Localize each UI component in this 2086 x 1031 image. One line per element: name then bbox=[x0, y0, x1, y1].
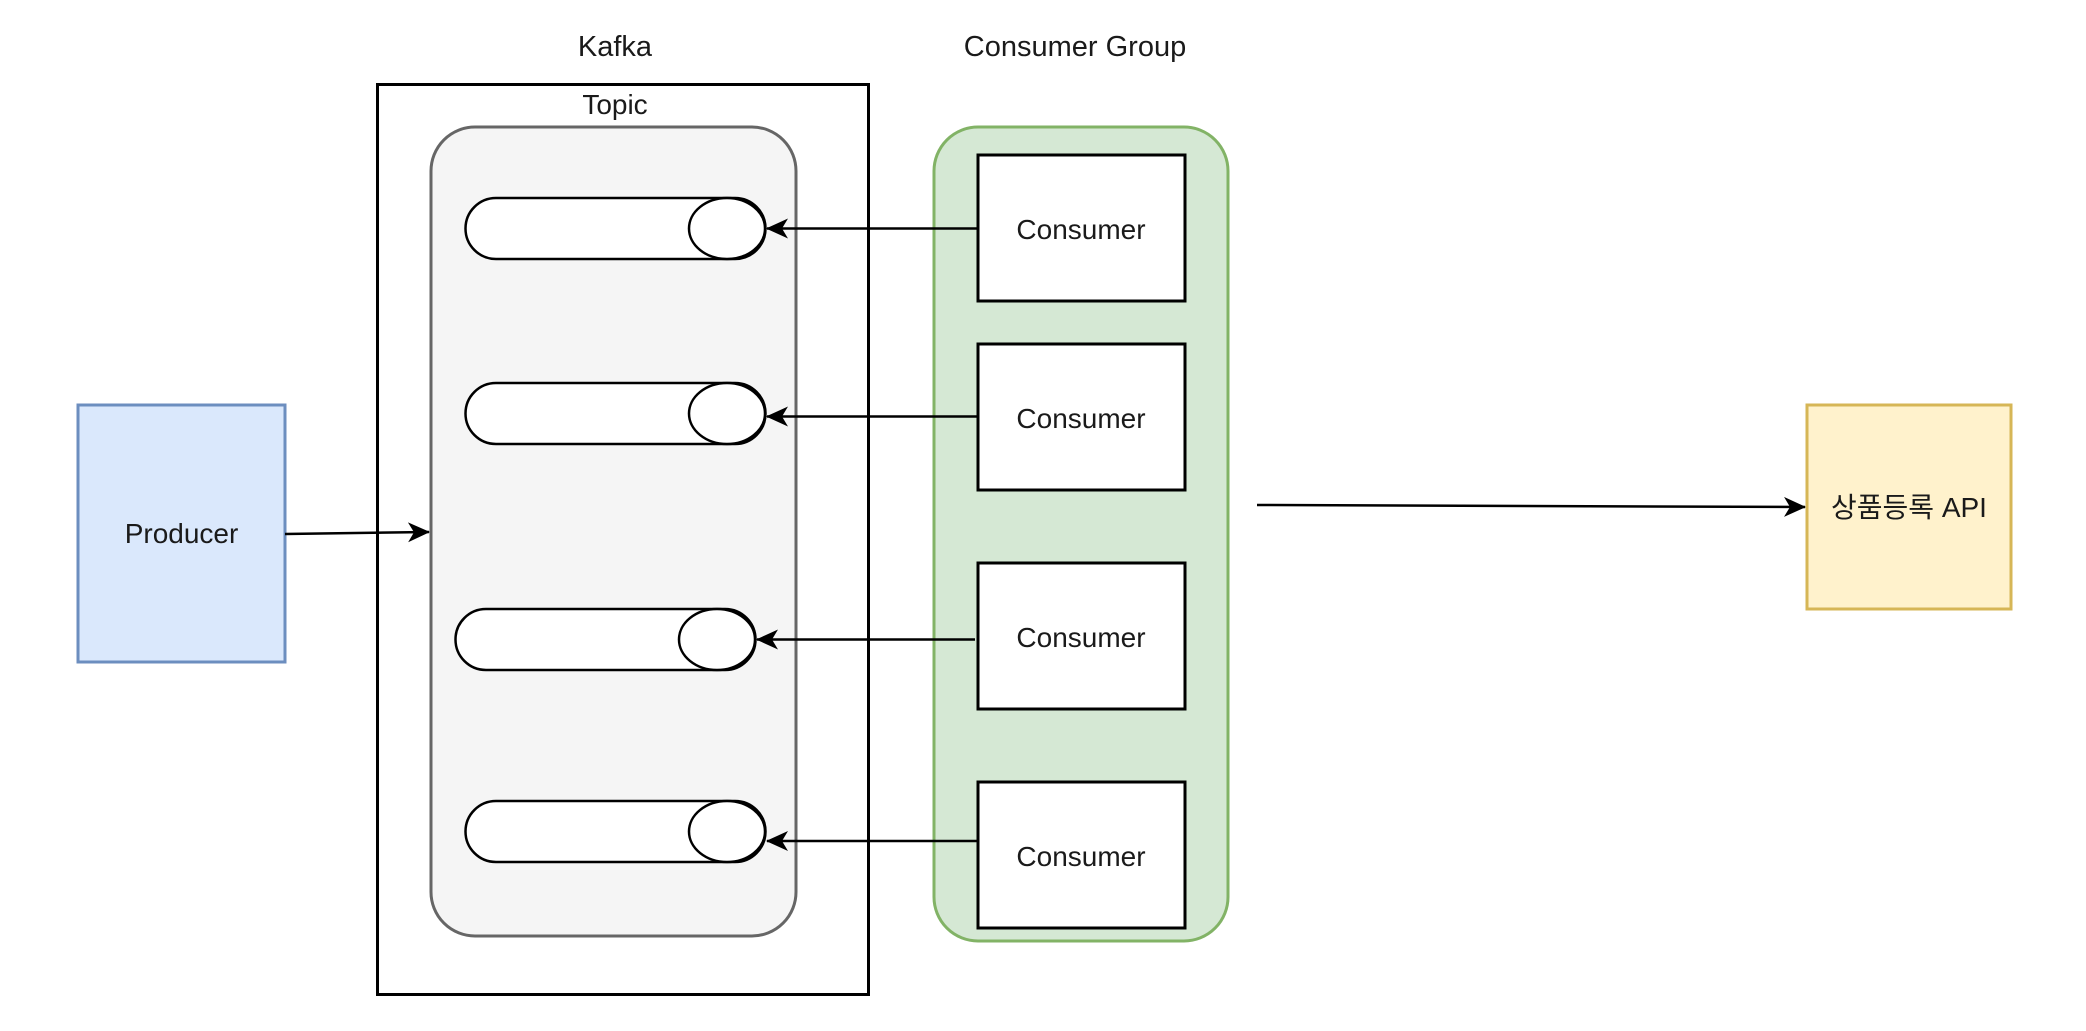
partition-cylinder bbox=[464, 799, 767, 864]
consumer-node: Consumer bbox=[976, 342, 1187, 492]
producer-node: Producer bbox=[76, 403, 287, 664]
topic-label: Topic bbox=[582, 89, 647, 120]
partition-cylinder bbox=[464, 196, 767, 261]
consumer-label: Consumer bbox=[1016, 841, 1145, 872]
consumer-label: Consumer bbox=[1016, 403, 1145, 434]
kafka-label: Kafka bbox=[578, 31, 653, 63]
partition-cylinder bbox=[464, 381, 767, 446]
topic-box bbox=[429, 125, 798, 938]
consumer-group-label: Consumer Group bbox=[964, 31, 1186, 63]
partition-cylinder bbox=[454, 607, 757, 672]
api-call-arrow bbox=[1256, 496, 1806, 517]
producer-label: Producer bbox=[125, 518, 239, 549]
consumer-label: Consumer bbox=[1016, 214, 1145, 245]
consumer-node: Consumer bbox=[976, 153, 1187, 303]
api-node: 상품등록 API bbox=[1805, 403, 2013, 611]
consumer-group-box bbox=[932, 125, 1230, 943]
consumer-label: Consumer bbox=[1016, 622, 1145, 653]
consumer-node: Consumer bbox=[976, 561, 1187, 711]
api-label: 상품등록 API bbox=[1831, 492, 1987, 523]
consumer-node: Consumer bbox=[976, 780, 1187, 930]
produce-arrow bbox=[284, 522, 430, 543]
